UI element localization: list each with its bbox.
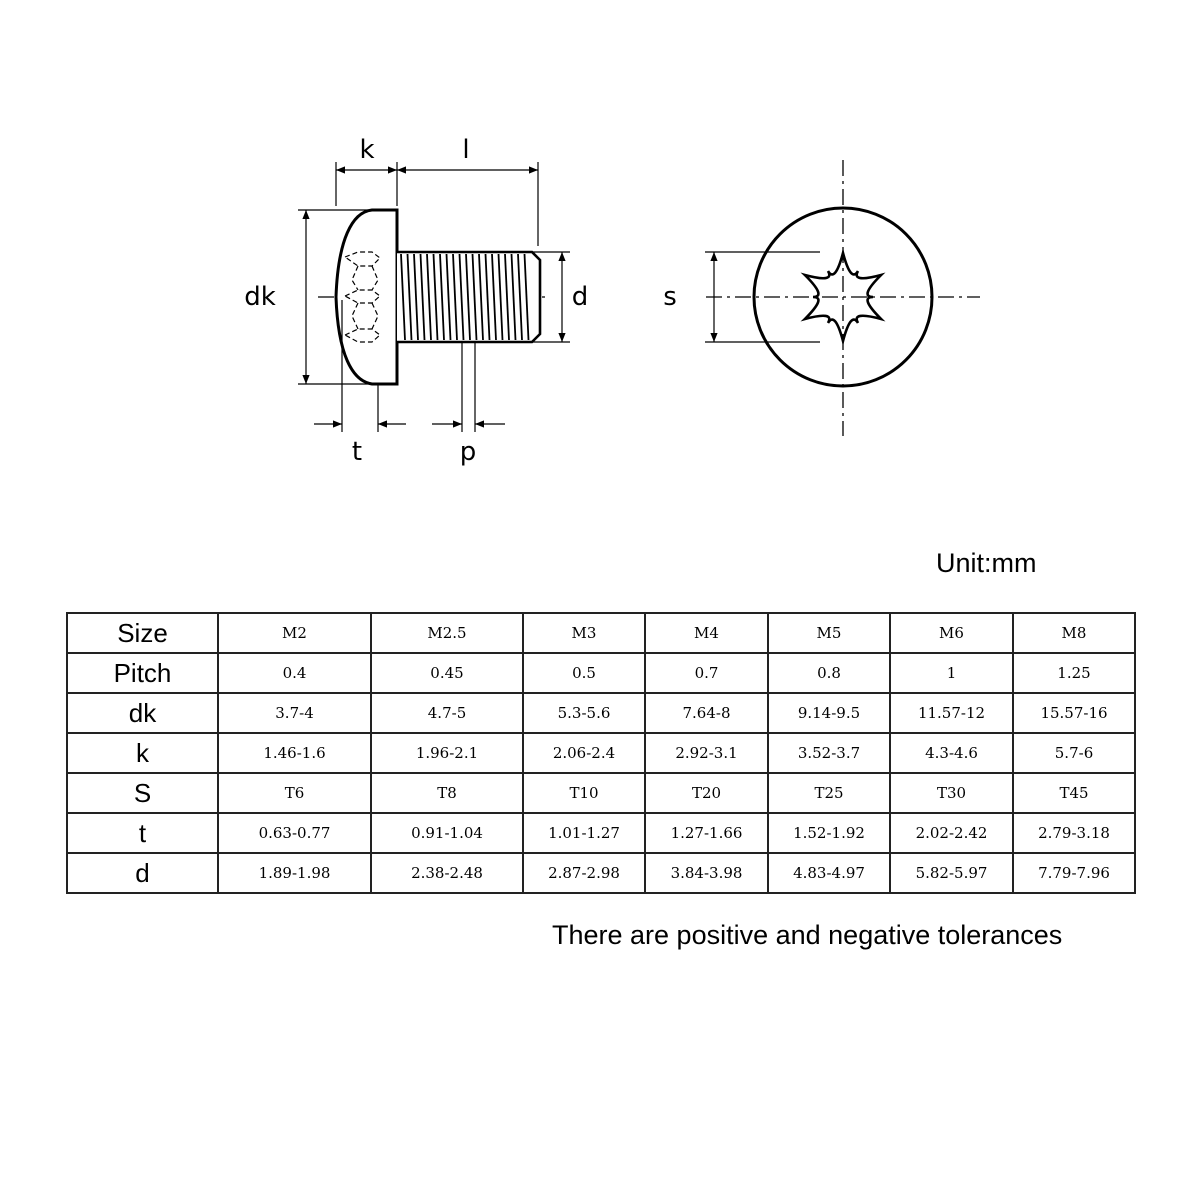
- table-cell: M4: [644, 612, 769, 654]
- table-cell: 3.7-4: [217, 692, 372, 734]
- table-cell: 3.52-3.7: [767, 732, 891, 774]
- table-cell: 7.64-8: [644, 692, 769, 734]
- dim-d: [520, 251, 570, 343]
- table-cell: 5.82-5.97: [889, 852, 1014, 894]
- label-l: l: [462, 135, 469, 165]
- table-cell: 0.45: [370, 652, 524, 694]
- label-d: d: [572, 282, 589, 312]
- table-cell: 1.27-1.66: [644, 812, 769, 854]
- table-cell: 2.38-2.48: [370, 852, 524, 894]
- table-cell: 15.57-16: [1012, 692, 1136, 734]
- label-dk: dk: [244, 282, 276, 312]
- table-cell: T30: [889, 772, 1014, 814]
- dim-k-l: [335, 162, 539, 246]
- label-s: s: [663, 282, 677, 312]
- table-cell: T6: [217, 772, 372, 814]
- top-view: [706, 160, 980, 436]
- table-cell: T8: [370, 772, 524, 814]
- table-cell: 5.7-6: [1012, 732, 1136, 774]
- table-cell: T10: [522, 772, 646, 814]
- table-cell: M3: [522, 612, 646, 654]
- table-cell: 4.3-4.6: [889, 732, 1014, 774]
- dim-p: [432, 342, 505, 432]
- label-k: k: [359, 135, 374, 165]
- table-cell: 0.4: [217, 652, 372, 694]
- thread-lines: [400, 253, 530, 341]
- torx-recess: [800, 247, 886, 347]
- dim-s: [705, 251, 820, 343]
- table-cell: 11.57-12: [889, 692, 1014, 734]
- table-cell: 0.5: [522, 652, 646, 694]
- table-cell: 0.91-1.04: [370, 812, 524, 854]
- label-t: t: [352, 437, 362, 467]
- row-label: Size: [66, 612, 219, 654]
- table-cell: 1: [889, 652, 1014, 694]
- table-cell: 1.25: [1012, 652, 1136, 694]
- table-cell: T25: [767, 772, 891, 814]
- unit-label: Unit:mm: [936, 548, 1037, 578]
- dim-t: [314, 300, 406, 432]
- table-cell: 1.96-2.1: [370, 732, 524, 774]
- screw-head: [334, 208, 399, 386]
- table-cell: 0.8: [767, 652, 891, 694]
- table-cell: 7.79-7.96: [1012, 852, 1136, 894]
- table-cell: M6: [889, 612, 1014, 654]
- table-cell: T20: [644, 772, 769, 814]
- table-cell: M2: [217, 612, 372, 654]
- table-cell: 2.92-3.1: [644, 732, 769, 774]
- table-cell: 3.84-3.98: [644, 852, 769, 894]
- table-cell: M5: [767, 612, 891, 654]
- row-label: Pitch: [66, 652, 219, 694]
- row-label: t: [66, 812, 219, 854]
- table-cell: 5.3-5.6: [522, 692, 646, 734]
- table-cell: 0.63-0.77: [217, 812, 372, 854]
- table-cell: 4.83-4.97: [767, 852, 891, 894]
- table-cell: 2.87-2.98: [522, 852, 646, 894]
- table-cell: M8: [1012, 612, 1136, 654]
- dim-dk: [298, 209, 368, 385]
- table-cell: 2.06-2.4: [522, 732, 646, 774]
- side-view: [318, 208, 550, 386]
- table-cell: 4.7-5: [370, 692, 524, 734]
- table-cell: T45: [1012, 772, 1136, 814]
- table-cell: 0.7: [644, 652, 769, 694]
- table-cell: 1.89-1.98: [217, 852, 372, 894]
- table-cell: 1.46-1.6: [217, 732, 372, 774]
- table-cell: 9.14-9.5: [767, 692, 891, 734]
- table-cell: 2.02-2.42: [889, 812, 1014, 854]
- label-p: p: [460, 437, 477, 467]
- tolerance-note: There are positive and negative toleranc…: [552, 920, 1063, 950]
- hidden-recess: [343, 251, 381, 343]
- row-label: k: [66, 732, 219, 774]
- screw-technical-drawing: k l dk d t p s: [244, 135, 980, 467]
- row-label: S: [66, 772, 219, 814]
- row-label: d: [66, 852, 219, 894]
- row-label: dk: [66, 692, 219, 734]
- table-cell: M2.5: [370, 612, 524, 654]
- table-cell: 2.79-3.18: [1012, 812, 1136, 854]
- table-cell: 1.01-1.27: [522, 812, 646, 854]
- head-outline: [752, 206, 934, 388]
- table-cell: 1.52-1.92: [767, 812, 891, 854]
